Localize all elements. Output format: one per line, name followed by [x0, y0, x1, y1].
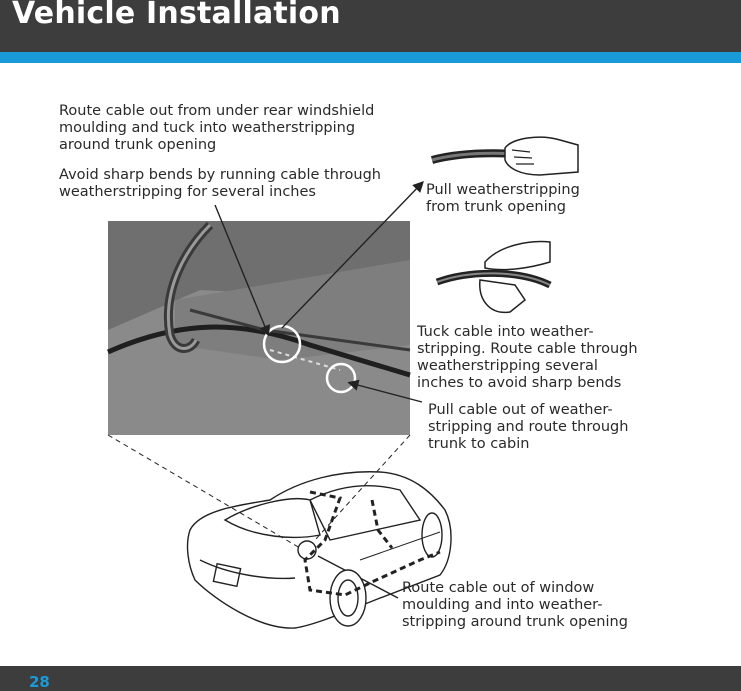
projection-line — [314, 434, 411, 541]
callout-route-window-moulding: Route cable out of window moulding and i… — [402, 580, 628, 630]
page-number: 28 — [29, 673, 50, 691]
page-footer — [0, 666, 741, 691]
page-header — [0, 0, 741, 52]
header-accent-stripe — [0, 52, 741, 63]
cable-entry-circle — [297, 540, 317, 560]
callout-pull-cable-out: Pull cable out of weather- stripping and… — [428, 402, 629, 452]
car-drawing — [186, 471, 452, 629]
callout-route-under-windshield: Route cable out from under rear windshie… — [59, 103, 375, 153]
callout-pull-weatherstripping: Pull weatherstripping from trunk opening — [426, 182, 580, 215]
tuck-cable-sketch — [435, 240, 552, 314]
callout-avoid-sharp-bends: Avoid sharp bends by running cable throu… — [59, 167, 382, 200]
callout-tuck-cable: Tuck cable into weather- stripping. Rout… — [417, 324, 638, 391]
projection-line — [107, 434, 301, 549]
trunk-closeup-photo — [106, 221, 411, 435]
page-title: Vehicle Installation — [12, 0, 341, 31]
cable-route-dashes — [303, 490, 441, 597]
pull-weatherstripping-sketch — [430, 136, 579, 176]
